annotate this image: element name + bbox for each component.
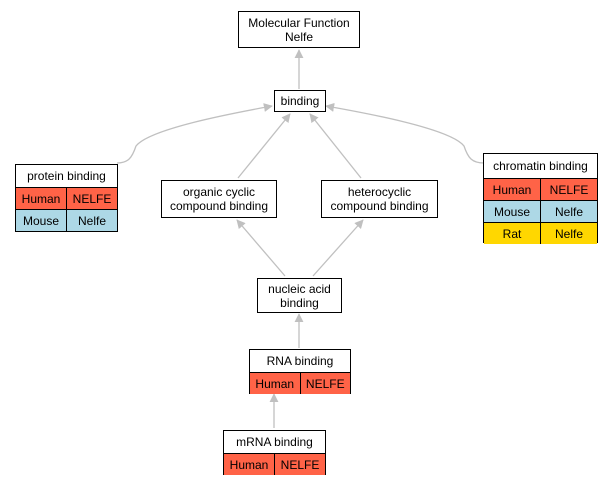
ortholog-row-human: Human NELFE: [484, 178, 597, 200]
node-protein-binding[interactable]: protein binding Human NELFE Mouse Nelfe: [15, 164, 118, 232]
ortholog-gene[interactable]: NELFE: [299, 373, 350, 394]
node-molecular-function-gene: Nelfe: [284, 29, 313, 44]
ortholog-gene[interactable]: NELFE: [274, 454, 325, 475]
node-heterocyclic-label-line1: heterocyclic: [347, 185, 412, 199]
edge-organic-cyclic-to-binding: [237, 113, 291, 179]
ortholog-species: Human: [484, 179, 540, 200]
ortholog-row-human: Human NELFE: [250, 372, 350, 394]
node-rna-binding[interactable]: RNA binding Human NELFE: [249, 349, 351, 394]
node-binding[interactable]: binding: [274, 90, 326, 112]
edge-nucleic-acid-to-heterocyclic: [312, 219, 364, 277]
node-molecular-function[interactable]: Molecular Function Nelfe: [238, 11, 360, 48]
node-heterocyclic-compound-binding[interactable]: heterocyclic compound binding: [321, 180, 438, 218]
ortholog-row-human: Human NELFE: [224, 453, 325, 475]
ortholog-gene[interactable]: Nelfe: [540, 223, 597, 244]
node-nucleic-acid-label-line2: binding: [280, 295, 319, 310]
node-protein-binding-label: protein binding: [27, 169, 106, 183]
node-molecular-function-label: Molecular Function: [248, 15, 350, 30]
ortholog-gene[interactable]: Nelfe: [66, 210, 117, 231]
node-chromatin-binding-label: chromatin binding: [493, 159, 588, 173]
node-mrna-binding-label: mRNA binding: [236, 435, 313, 449]
edge-protein-binding-to-binding: [116, 103, 273, 164]
node-organic-cyclic-label-line2: compound binding: [169, 199, 269, 213]
node-heterocyclic-label-line2: compound binding: [330, 199, 429, 213]
node-chromatin-binding[interactable]: chromatin binding Human NELFE Mouse Nelf…: [483, 153, 598, 244]
edge-heterocyclic-to-binding: [309, 113, 362, 179]
ortholog-gene[interactable]: Nelfe: [540, 201, 597, 222]
ortholog-gene[interactable]: NELFE: [66, 188, 117, 209]
node-organic-cyclic-compound-binding[interactable]: organic cyclic compound binding: [161, 180, 277, 218]
ortholog-species: Mouse: [484, 201, 540, 222]
node-mrna-binding[interactable]: mRNA binding Human NELFE: [223, 430, 326, 475]
ortholog-species: Human: [250, 373, 300, 394]
node-nucleic-acid-label-line1: nucleic acid: [268, 281, 331, 296]
node-nucleic-acid-binding[interactable]: nucleic acid binding: [257, 278, 342, 313]
ortholog-species: Rat: [484, 223, 540, 244]
ortholog-gene[interactable]: NELFE: [540, 179, 597, 200]
ortholog-row-mouse: Mouse Nelfe: [484, 200, 597, 222]
ortholog-row-rat: Rat Nelfe: [484, 222, 597, 244]
node-rna-binding-label: RNA binding: [266, 354, 334, 368]
ortholog-species: Human: [224, 454, 274, 475]
node-binding-label: binding: [280, 94, 320, 108]
node-organic-cyclic-label-line1: organic cyclic: [182, 185, 256, 199]
ortholog-row-mouse: Mouse Nelfe: [16, 209, 117, 231]
ortholog-species: Human: [16, 188, 66, 209]
edge-chromatin-binding-to-binding: [325, 102, 485, 164]
ortholog-species: Mouse: [16, 210, 66, 231]
ortholog-row-human: Human NELFE: [16, 187, 117, 209]
edge-nucleic-acid-to-organic-cyclic: [236, 219, 286, 277]
